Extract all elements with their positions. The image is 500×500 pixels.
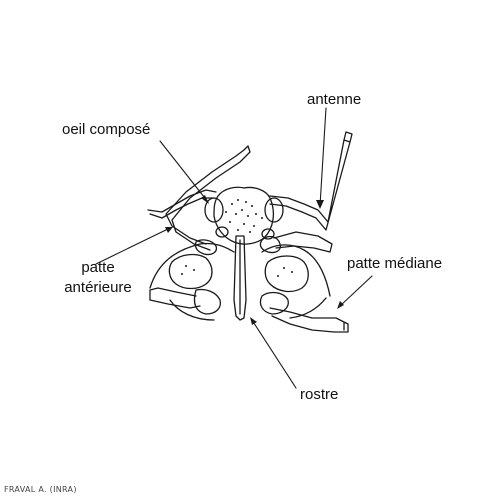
leader-antenne	[319, 107, 327, 207]
label-patte-anterieure-line2: antérieure	[64, 279, 132, 296]
left-ocellus	[215, 226, 229, 238]
right-middle-leg	[273, 231, 333, 253]
right-antenna	[269, 131, 353, 231]
left-hind-leg	[149, 287, 201, 309]
thorax-outline	[149, 242, 331, 321]
leader-lines	[95, 107, 373, 389]
image-credit: FRAVAL A. (INRA)	[4, 485, 77, 494]
leader-rostre	[251, 319, 297, 389]
label-patte-anterieure-line1: patte	[81, 259, 115, 276]
right-ocellus	[261, 228, 275, 240]
right-coxa-detail	[259, 291, 289, 315]
left-foreleg-joint	[194, 239, 218, 256]
rostrum	[233, 235, 247, 321]
left-coxa-detail	[193, 288, 222, 315]
label-rostre: rostre	[300, 386, 339, 403]
right-compound-eye	[264, 197, 284, 223]
label-patte-mediane: patte médiane	[347, 255, 443, 272]
right-coxa	[264, 255, 309, 293]
leader-patte-mediane	[339, 275, 373, 307]
label-antenne: antenne	[307, 91, 362, 108]
right-hind-leg	[269, 307, 349, 333]
leader-oeil-compose	[159, 140, 209, 203]
left-foreleg	[165, 145, 251, 251]
head-stipple	[181, 199, 293, 277]
right-middle-leg-joint	[259, 235, 282, 254]
label-oeil-compose: oeil composé	[62, 121, 151, 138]
leader-patte-anterieure	[95, 227, 171, 265]
left-coxa	[168, 253, 213, 290]
label-patte-anterieure: patte antérieure	[38, 258, 158, 298]
